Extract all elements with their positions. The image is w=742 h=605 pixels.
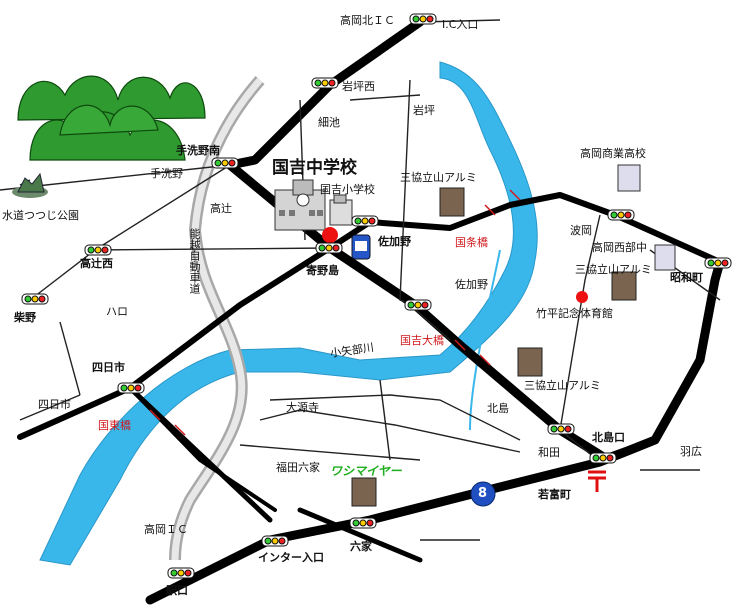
label-yokkaichi: 四日市 bbox=[92, 361, 125, 374]
park-icon bbox=[12, 172, 48, 198]
label-ekiguchi: 駅口 bbox=[166, 584, 188, 597]
label-iwatsubo-nishi: 岩坪西 bbox=[342, 80, 375, 93]
label-hosoike: 細池 bbox=[318, 116, 340, 129]
label-wada: 和田 bbox=[538, 446, 560, 459]
label-iwatsubo: 岩坪 bbox=[413, 104, 435, 117]
label-kitajima-guchi: 北島口 bbox=[592, 431, 625, 444]
label-ic-entrance: I.C入口 bbox=[442, 18, 479, 31]
river-branch bbox=[469, 249, 501, 431]
label-kuniyoshi-bridge: 国吉大橋 bbox=[400, 334, 444, 347]
label-takatsuji: 高辻 bbox=[210, 202, 232, 215]
traffic-lights bbox=[21, 13, 732, 579]
police-icon bbox=[351, 234, 371, 260]
route8-shield bbox=[470, 481, 496, 507]
gym-marker bbox=[576, 291, 588, 303]
label-takatsuji-nishi: 高辻西 bbox=[80, 257, 113, 270]
label-sankyo-3: 三協立山アルミ bbox=[524, 379, 601, 392]
label-route8: 8 bbox=[478, 486, 488, 501]
highschool-icon bbox=[617, 164, 676, 271]
label-sakano-area: 佐加野 bbox=[455, 278, 488, 291]
label-ogenji: 大源寺 bbox=[286, 401, 319, 414]
river-main bbox=[39, 61, 538, 566]
label-park: 水道つつじ公園 bbox=[2, 209, 79, 222]
elementary-icon bbox=[329, 194, 353, 226]
label-showa: 昭和町 bbox=[670, 271, 703, 284]
label-school: 国吉中学校 bbox=[272, 158, 357, 178]
label-yorinojima: 寄野島 bbox=[306, 264, 339, 277]
label-tearai: 手洗野 bbox=[150, 167, 183, 180]
label-kitajima: 北島 bbox=[487, 402, 509, 415]
label-hachiro: ハロ bbox=[106, 305, 128, 318]
mountains bbox=[17, 75, 206, 161]
label-tearai-minami: 手洗野南 bbox=[176, 144, 220, 157]
label-inter-entrance: インター入口 bbox=[258, 551, 324, 564]
label-rokka: 六家 bbox=[350, 540, 372, 553]
label-ic-north: 高岡北ＩＣ bbox=[340, 14, 395, 27]
destination-marker bbox=[322, 227, 338, 243]
road-main-north bbox=[225, 17, 610, 463]
label-habiro: 羽広 bbox=[680, 445, 702, 458]
label-namioka: 波岡 bbox=[570, 224, 592, 237]
factory-icon bbox=[351, 187, 637, 507]
label-shibano: 柴野 bbox=[14, 311, 36, 324]
label-kunijo-bridge: 国条橋 bbox=[455, 236, 488, 249]
label-wakatomi: 若富町 bbox=[538, 488, 571, 501]
label-kunihigashi-bridge: 国東橋 bbox=[98, 419, 131, 432]
post-office-icon bbox=[588, 470, 606, 492]
label-fukuda-rokka: 福田六家 bbox=[276, 461, 320, 474]
label-takaoka-commerce: 高岡商業高校 bbox=[580, 147, 646, 160]
label-yokkaichi-area: 四日市 bbox=[38, 398, 71, 411]
label-takaoka-west: 高岡西部中 bbox=[592, 241, 647, 254]
label-elementary: 国吉小学校 bbox=[320, 183, 375, 196]
label-takehira: 竹平記念体育館 bbox=[536, 307, 613, 320]
label-takaoka-ic: 高岡ＩＣ bbox=[144, 523, 188, 536]
label-sakano: 佐加野 bbox=[378, 235, 411, 248]
label-expressway: 能越自動車道 bbox=[188, 228, 201, 294]
school-building-icon bbox=[274, 179, 326, 231]
label-sankyo-2: 三協立山アルミ bbox=[575, 263, 652, 276]
label-sankyo-1: 三協立山アルミ bbox=[400, 171, 477, 184]
label-washimaiya: ワシマイヤー bbox=[330, 464, 402, 478]
